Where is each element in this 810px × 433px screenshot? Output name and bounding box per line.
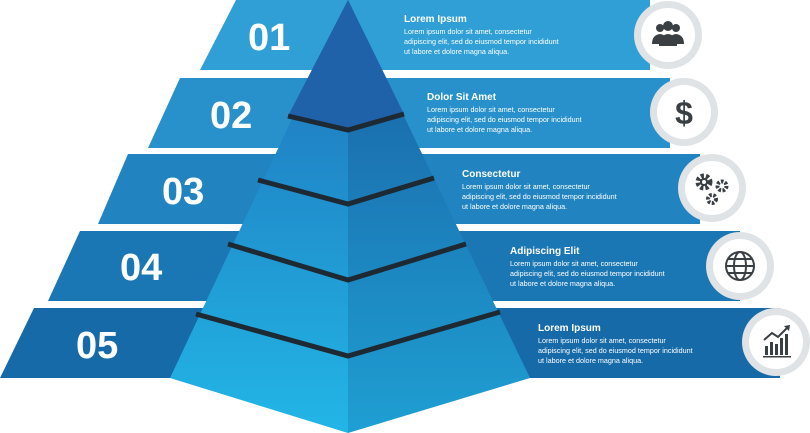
pyramid-tip (288, 0, 404, 130)
level-desc-5-line-3: ut labore et dolore magna aliqua. (538, 356, 643, 365)
level-desc-3-line-1: Lorem ipsum dolor sit amet, consectetur (462, 182, 590, 191)
level-desc-2-line-3: ut labore et dolore magna aliqua. (427, 125, 532, 134)
level-desc-5-line-1: Lorem ipsum dolor sit amet, consectetur (538, 336, 666, 345)
chart-icon (763, 325, 791, 358)
step-number-3: 03 (162, 171, 204, 213)
level-desc-4-line-1: Lorem ipsum dolor sit amet, consectetur (510, 259, 638, 268)
pyramid (170, 0, 530, 433)
level-desc-3-line-2: adipiscing elit, sed do eiusmod tempor i… (462, 192, 617, 201)
step-number-1: 01 (248, 17, 290, 59)
level-desc-2-line-2: adipiscing elit, sed do eiusmod tempor i… (427, 115, 582, 124)
level-desc-2-line-1: Lorem ipsum dolor sit amet, consectetur (427, 105, 555, 114)
pyramid-divider-2 (257, 175, 435, 207)
text-block-3: Consectetur Lorem ipsum dolor sit amet, … (462, 169, 617, 211)
step-number-2: 02 (210, 95, 252, 137)
level-title-4: Adipiscing Elit (510, 246, 580, 257)
level-desc-1-line-3: ut labore et dolore magna aliqua. (404, 47, 509, 56)
level-desc-3-line-3: ut labore et dolore magna aliqua. (462, 202, 567, 211)
text-block-5: Lorem Ipsum Lorem ipsum dolor sit amet, … (538, 323, 693, 365)
text-block-4: Adipiscing Elit Lorem ipsum dolor sit am… (510, 246, 665, 288)
users-icon (652, 21, 684, 46)
step-number-5: 05 (76, 325, 118, 367)
step-numbers: 01 02 03 04 05 (76, 17, 290, 367)
level-title-3: Consectetur (462, 169, 520, 180)
level-title-2: Dolor Sit Amet (427, 92, 497, 103)
level-desc-1-line-2: adipiscing elit, sed do eiusmod tempor i… (404, 37, 559, 46)
pyramid-divider-4 (195, 309, 501, 359)
text-block-1: Lorem Ipsum Lorem ipsum dolor sit amet, … (404, 14, 559, 56)
band-1 (200, 0, 650, 70)
icon-circle-2: $ (650, 78, 718, 146)
level-desc-4-line-2: adipiscing elit, sed do eiusmod tempor i… (510, 269, 665, 278)
globe-icon (725, 251, 755, 281)
level-desc-5-line-2: adipiscing elit, sed do eiusmod tempor i… (538, 346, 693, 355)
icon-circle-4 (706, 232, 774, 300)
level-title-1: Lorem Ipsum (404, 14, 467, 25)
level-title-5: Lorem Ipsum (538, 323, 601, 334)
level-desc-1-line-1: Lorem ipsum dolor sit amet, consectetur (404, 27, 532, 36)
pyramid-divider-1 (287, 111, 405, 133)
band-2 (148, 78, 670, 148)
icon-circle-1 (634, 1, 702, 69)
icon-circle-5 (742, 308, 810, 376)
text-block-2: Dolor Sit Amet Lorem ipsum dolor sit ame… (427, 92, 582, 134)
pyramid-divider-3 (227, 241, 467, 283)
icon-circle-3 (678, 154, 746, 222)
level-desc-4-line-3: ut labore et dolore magna aliqua. (510, 279, 615, 288)
step-number-4: 04 (120, 247, 162, 289)
gears-icon (695, 173, 729, 205)
dollar-icon: $ (675, 95, 693, 131)
